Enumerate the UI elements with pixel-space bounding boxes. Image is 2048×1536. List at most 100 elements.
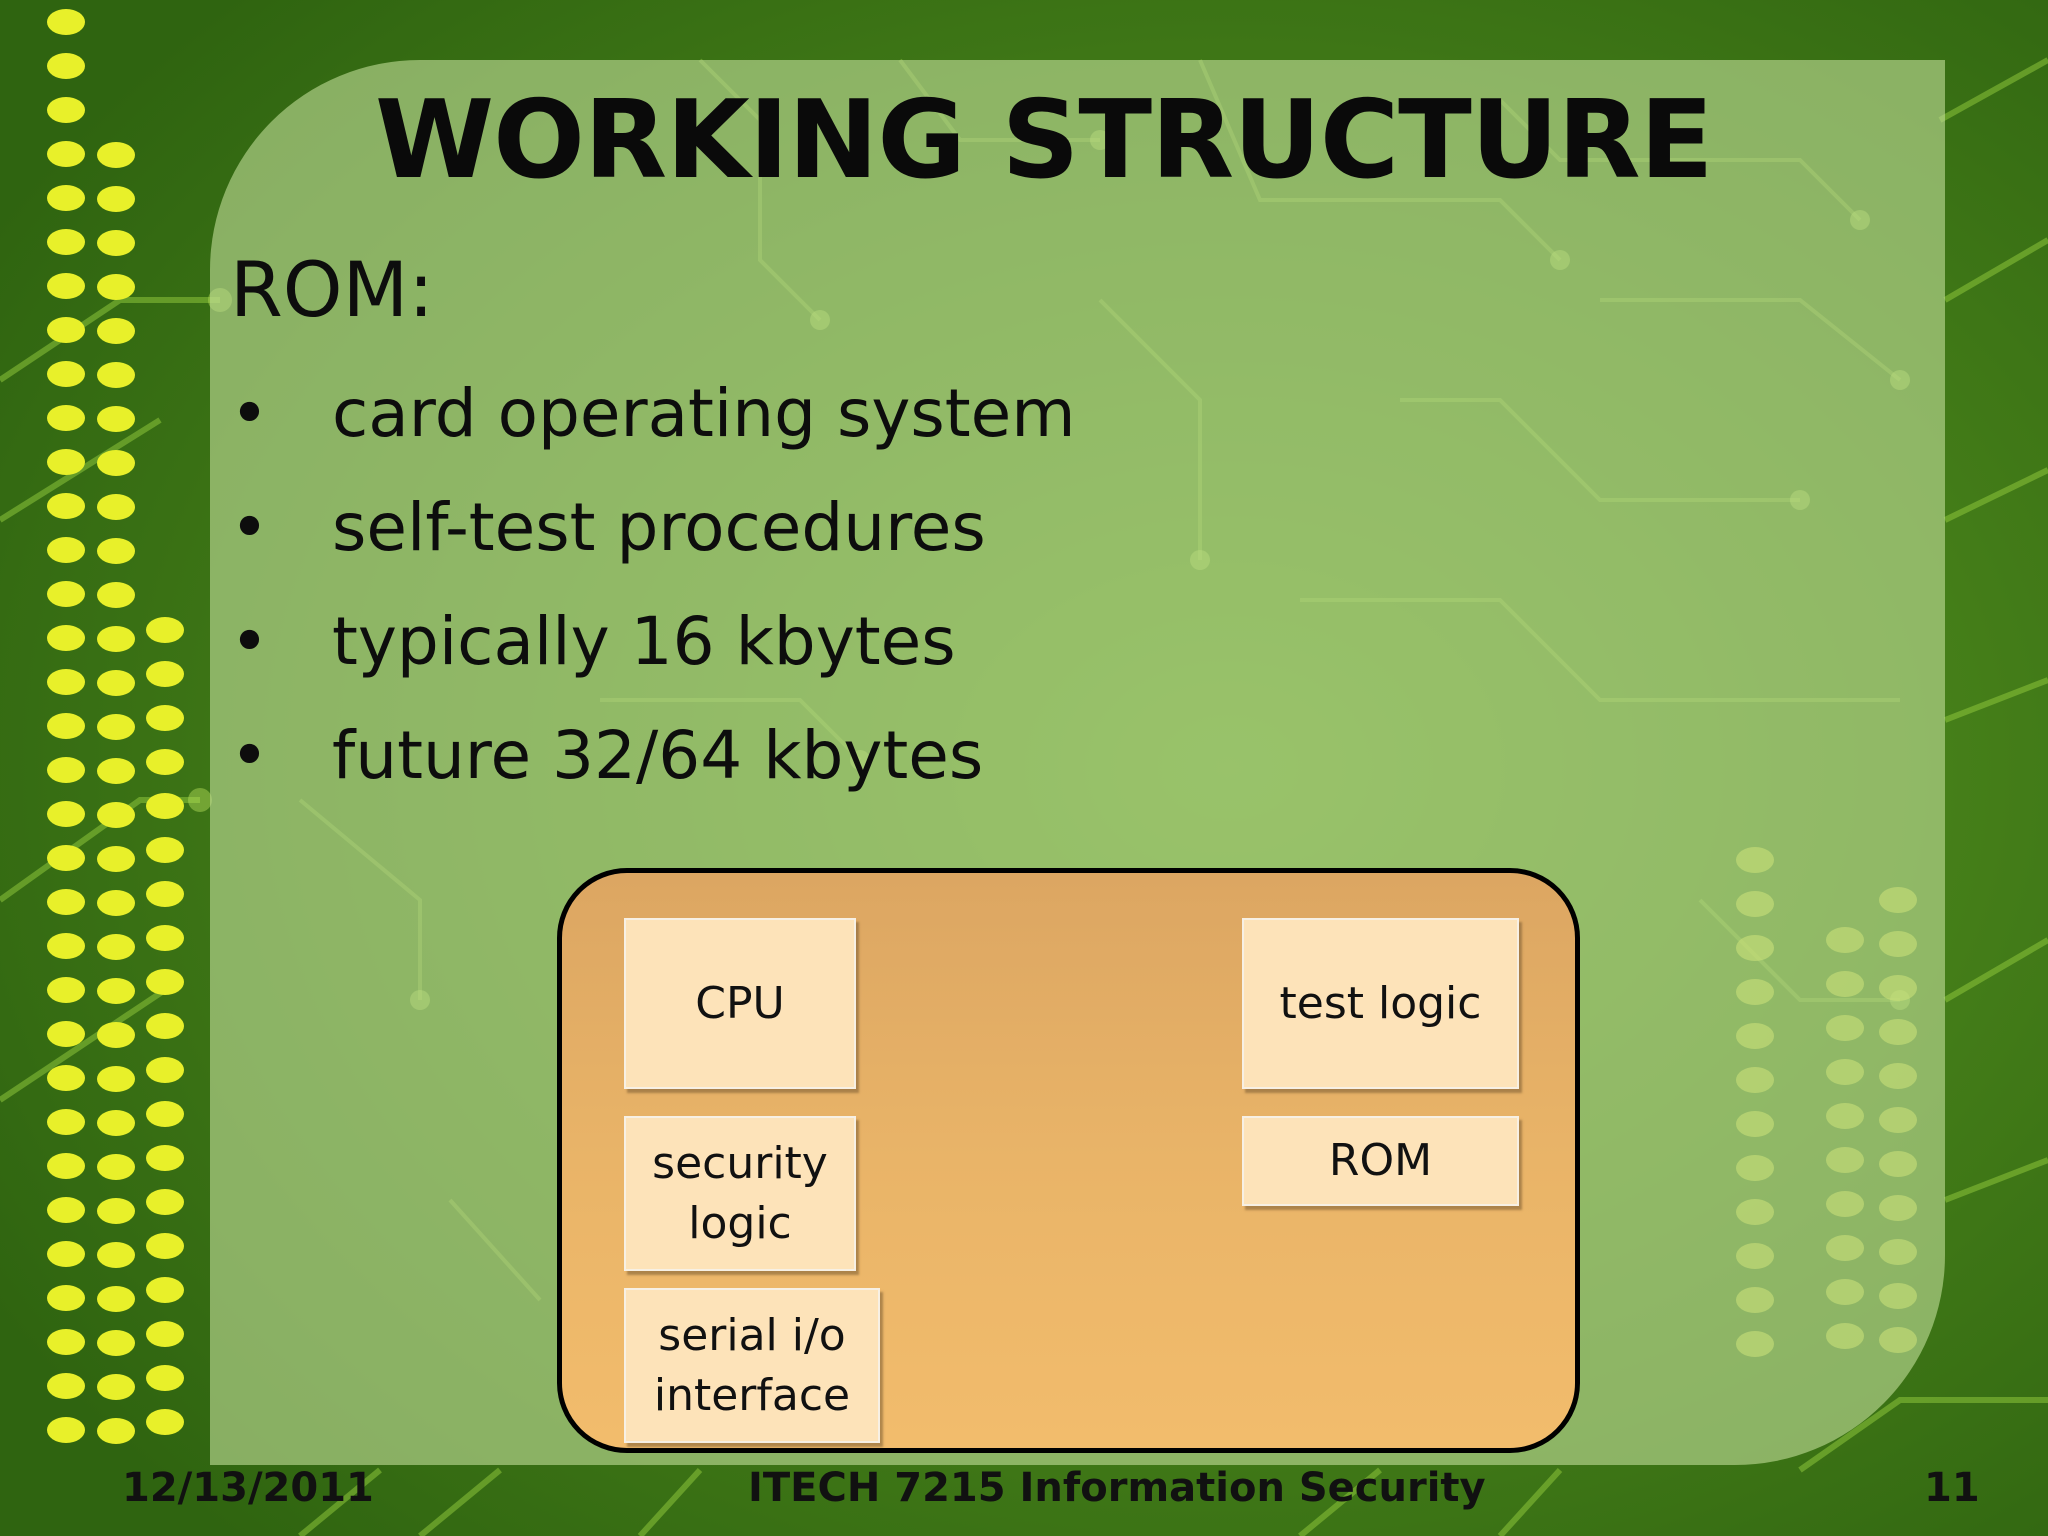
decorative-dot [97,494,135,520]
decorative-dot [47,1285,85,1311]
decorative-dot [47,757,85,783]
dot-column-right [97,142,184,1444]
decorative-dot [146,1189,184,1215]
decorative-dot [146,881,184,907]
slide-title: WORKING STRUCTURE [375,78,1713,203]
rom-block: ROM [1242,1116,1519,1206]
decorative-dot [97,626,135,652]
decorative-dot [47,141,85,167]
decorative-dot [146,1145,184,1171]
decorative-dot [97,1374,135,1400]
bullet-icon: • [230,603,269,680]
decorative-dot [146,1057,184,1083]
decorative-dot [47,405,85,431]
decorative-dot [97,1242,135,1268]
decorative-dot [146,1013,184,1039]
decorative-dot [97,406,135,432]
decorative-dot [97,714,135,740]
decorative-dot [97,1022,135,1048]
serial-io-label-line1: serial i/o [658,1309,846,1361]
decorative-dot [97,318,135,344]
decorative-dot [97,1418,135,1444]
decorative-dot [97,890,135,916]
bullet-icon: • [230,489,269,566]
decorative-dot [97,538,135,564]
serial-io-label-line2: interface [653,1369,851,1421]
decorative-dot [97,934,135,960]
security-logic-label-line1: security [652,1137,828,1189]
bullet-icon: • [230,717,269,794]
decorative-dot [146,1277,184,1303]
security-logic-label-line2: logic [688,1197,792,1249]
decorative-dot [97,186,135,212]
decorative-dot [47,185,85,211]
decorative-dot [97,274,135,300]
decorative-dot [97,1330,135,1356]
decorative-dot [47,229,85,255]
test-logic-label: test logic [1279,977,1482,1029]
decorative-dot [47,1065,85,1091]
serial-io-interface-block: serial i/o interface [624,1288,880,1443]
bullet-text: self-test procedures [332,489,986,566]
decorative-dot [146,1409,184,1435]
decorative-dot [47,53,85,79]
decorative-dot [97,582,135,608]
decorative-dot [47,977,85,1003]
decorative-dot [47,1417,85,1443]
decorative-dot [97,670,135,696]
decorative-dot [47,845,85,871]
decorative-dot [97,1198,135,1224]
dot-column-left [47,9,85,1443]
decorative-dot [146,837,184,863]
decorative-dot [146,969,184,995]
decorative-dot [97,1154,135,1180]
cpu-label: CPU [695,977,785,1029]
decorative-dot [47,801,85,827]
rom-label: ROM [1328,1135,1433,1186]
footer-course: ITECH 7215 Information Security [748,1465,1486,1511]
decorative-dot [47,537,85,563]
decorative-dot [47,1373,85,1399]
decorative-dot [97,1066,135,1092]
decorative-dot [47,713,85,739]
decorative-dot [97,846,135,872]
decorative-dot [97,1110,135,1136]
decorative-dot [47,1241,85,1267]
decorative-dot [97,142,135,168]
decorative-dot [47,933,85,959]
decorative-dot [47,493,85,519]
test-logic-block: test logic [1242,918,1519,1089]
decorative-dot [146,705,184,731]
footer-page-number: 11 [1924,1465,1980,1511]
cpu-block: CPU [624,918,856,1089]
security-logic-block: security logic [624,1116,856,1271]
decorative-dot [97,978,135,1004]
decorative-dot [47,97,85,123]
decorative-dot [47,1197,85,1223]
decorative-dot [47,625,85,651]
decorative-dot [47,669,85,695]
decorative-dot [97,1286,135,1312]
rom-heading: ROM: [230,245,434,334]
decorative-dot [47,1329,85,1355]
decorative-dot [97,802,135,828]
footer-date: 12/13/2011 [122,1465,374,1511]
decorative-dot [146,1365,184,1391]
decorative-dot [97,230,135,256]
decorative-dot [47,1109,85,1135]
decorative-dot [97,450,135,476]
bullet-icon: • [230,375,269,452]
decorative-dot [146,1233,184,1259]
bullet-text: future 32/64 kbytes [332,717,984,794]
decorative-dot [146,1101,184,1127]
decorative-dot [146,661,184,687]
decorative-dot [47,1021,85,1047]
decorative-dot [146,925,184,951]
decorative-dot [146,1321,184,1347]
bullet-text: typically 16 kbytes [332,603,956,680]
decorative-dot [47,273,85,299]
decorative-dot [47,889,85,915]
decorative-dot [47,9,85,35]
decorative-dot [47,581,85,607]
